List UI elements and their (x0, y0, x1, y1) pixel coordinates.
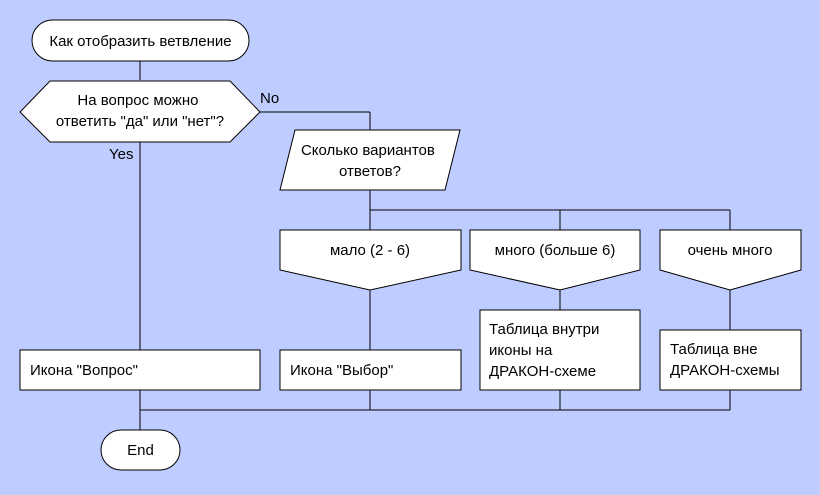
end-label: End (127, 442, 154, 459)
case-few-label: мало (2 - 6) (330, 242, 410, 259)
question-line-2: ответить "да" или "нет"? (56, 113, 224, 130)
action-table-outside-node: Таблица вне ДРАКОН-схемы (659, 329, 802, 391)
question-hexagon (19, 80, 261, 143)
action-table-outside-box (659, 329, 802, 391)
action-table-outside-label: Таблица вне ДРАКОН-схемы (670, 341, 780, 379)
case-very-many-shape (659, 229, 802, 291)
case-many-node: много (больше 6) (469, 229, 641, 291)
table-outside-line-2: ДРАКОН-схемы (670, 362, 780, 379)
end-node: End (100, 429, 181, 471)
table-inside-line-2: иконы на (489, 342, 553, 359)
case-few-node: мало (2 - 6) (279, 229, 462, 291)
case-very-many-node: очень много (659, 229, 802, 291)
table-inside-line-3: ДРАКОН-схеме (489, 363, 596, 380)
howmany-parallelogram (279, 129, 461, 191)
end-terminator (100, 429, 181, 471)
case-very-many-label: очень много (688, 242, 773, 259)
no-label: No (260, 90, 279, 107)
action-choice-icon-label: Икона "Выбор" (290, 362, 393, 379)
case-many-shape (469, 229, 641, 291)
question-label: На вопрос можно ответить "да" или "нет"? (56, 92, 224, 130)
table-inside-line-1: Таблица внутри (489, 321, 599, 338)
question-node: На вопрос можно ответить "да" или "нет"? (19, 80, 261, 143)
start-label: Как отобразить ветвление (49, 33, 231, 50)
connectors (139, 61, 731, 430)
table-outside-line-1: Таблица вне (670, 341, 758, 358)
action-table-inside-box (479, 309, 641, 391)
action-question-icon-box (19, 349, 261, 391)
action-table-inside-label: Таблица внутри иконы на ДРАКОН-схеме (489, 321, 604, 380)
start-node: Как отобразить ветвление (31, 19, 250, 62)
action-table-inside-node: Таблица внутри иконы на ДРАКОН-схеме (479, 309, 641, 391)
action-choice-icon-node: Икона "Выбор" (279, 349, 462, 391)
case-few-shape (279, 229, 462, 291)
yes-label: Yes (109, 146, 133, 163)
action-question-icon-label: Икона "Вопрос" (30, 362, 138, 379)
howmany-line-1: Сколько вариантов (301, 142, 435, 159)
howmany-label: Сколько вариантов ответов? (301, 142, 439, 180)
action-question-icon-node: Икона "Вопрос" (19, 349, 261, 391)
start-terminator (31, 19, 250, 62)
howmany-line-2: ответов? (339, 163, 401, 180)
action-choice-icon-box (279, 349, 462, 391)
question-line-1: На вопрос можно (77, 92, 198, 109)
case-many-label: много (больше 6) (495, 242, 616, 259)
howmany-node: Сколько вариантов ответов? (279, 129, 461, 191)
